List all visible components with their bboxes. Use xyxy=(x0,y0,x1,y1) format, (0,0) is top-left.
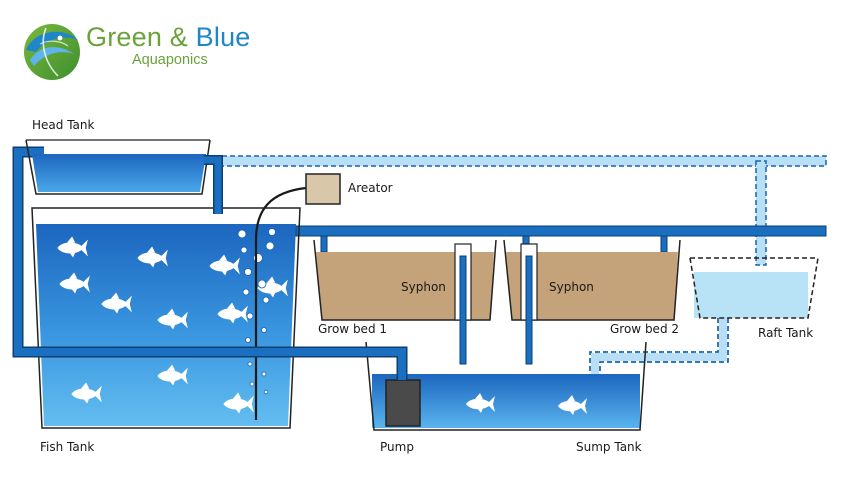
brand-ampersand: & xyxy=(169,22,188,52)
syphon-1-label: Syphon xyxy=(401,280,446,294)
brand-word-green: Green xyxy=(86,22,163,52)
return-pipe xyxy=(12,146,408,380)
areator xyxy=(254,173,341,420)
raft-tank xyxy=(689,257,819,319)
brand-title: Green & Blue xyxy=(86,22,251,53)
pump xyxy=(385,379,421,427)
raft-tank-label: Raft Tank xyxy=(758,326,814,340)
grow-bed-1-label: Grow bed 1 xyxy=(318,322,388,336)
dashed-pipe-top xyxy=(213,155,827,266)
dashed-pipe-raft-to-sump xyxy=(589,318,729,374)
grow-bed-2-label: Grow bed 2 xyxy=(610,322,680,336)
fish-tank xyxy=(31,207,301,429)
areator-label: Areator xyxy=(348,181,393,195)
air-bubbles xyxy=(237,228,276,395)
sump-tank-label: Sump Tank xyxy=(576,440,642,454)
brand-subtitle: Aquaponics xyxy=(132,52,208,68)
grow-bed-2 xyxy=(503,239,681,365)
fish-tank-label: Fish Tank xyxy=(40,440,95,454)
sump-tank xyxy=(365,341,647,431)
grow-bed-1 xyxy=(313,239,497,365)
pump-label: Pump xyxy=(380,440,414,454)
head-tank-label: Head Tank xyxy=(32,118,95,132)
brand-word-blue: Blue xyxy=(195,22,251,52)
syphon-2-label: Syphon xyxy=(549,280,594,294)
head-tank xyxy=(25,139,223,214)
logo-icon xyxy=(24,24,80,80)
supply-pipe xyxy=(295,225,827,253)
